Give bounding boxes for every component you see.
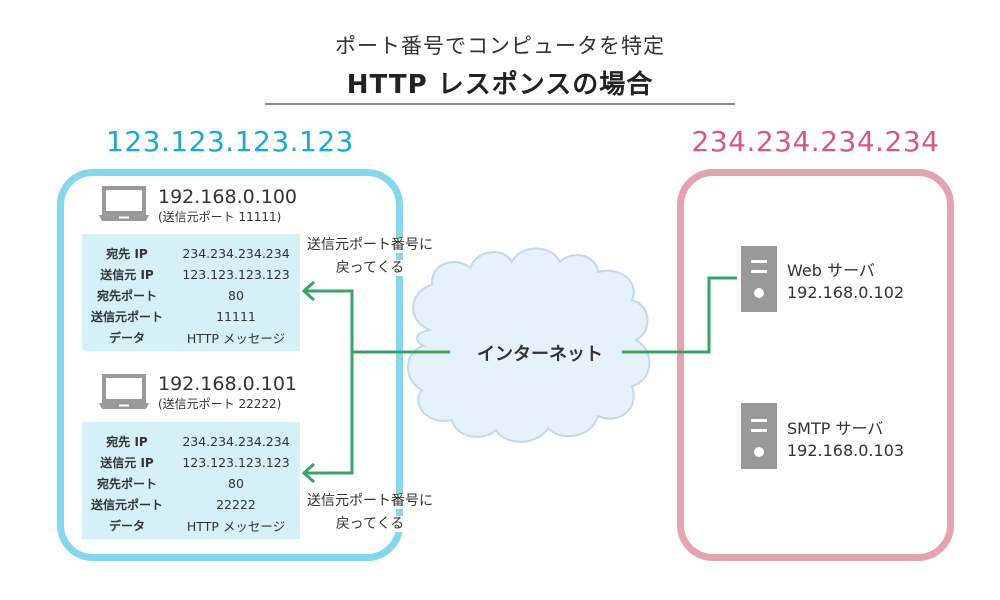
- smtp-server-label: SMTP サーバ 192.168.0.103: [787, 418, 904, 462]
- packet-key: データ: [108, 331, 145, 345]
- diagram-title: HTTP レスポンスの場合: [346, 70, 654, 100]
- internet-label: インターネット: [477, 344, 603, 365]
- left-network-box: [57, 169, 403, 561]
- packet-row: データ HTTP メッセージ: [82, 327, 300, 348]
- packet-value: 80: [228, 288, 244, 303]
- web-server-ip: 192.168.0.102: [787, 283, 905, 302]
- title-divider: [265, 103, 735, 105]
- host-2-packet: 宛先 IP 234.234.234.234 送信元 IP 123.123.123.1…: [82, 422, 300, 539]
- packet-row: 送信元 IP 123.123.123.123: [82, 264, 300, 285]
- laptop-icon: [99, 186, 149, 221]
- packet-value: HTTP メッセージ: [186, 331, 286, 346]
- packet-value: 234.234.234.234: [182, 434, 290, 449]
- web-server-name: Web サーバ: [787, 261, 875, 280]
- packet-key: 宛先 IP: [106, 247, 148, 261]
- packet-value: HTTP メッセージ: [186, 519, 286, 534]
- return-note-line-2: 戻ってくる: [334, 260, 406, 276]
- host-1-packet: 宛先 IP 234.234.234.234 送信元 IP 123.123.123.1…: [82, 234, 300, 351]
- packet-value: 11111: [216, 309, 256, 324]
- connector-cloud-to-web-server: [622, 276, 737, 354]
- packet-key: 宛先ポート: [96, 289, 157, 303]
- host-1-ip: 192.168.0.100: [158, 186, 298, 208]
- smtp-server-ip: 192.168.0.103: [787, 441, 905, 460]
- arrowhead-top: [301, 280, 316, 302]
- packet-value: 80: [228, 476, 244, 491]
- packet-key: 送信元 IP: [100, 456, 154, 470]
- packet-key: データ: [108, 519, 145, 533]
- packet-row: 宛先ポート 80: [82, 473, 300, 494]
- packet-value: 22222: [216, 497, 256, 512]
- packet-row: 宛先ポート 80: [82, 285, 300, 306]
- return-note-line-1: 送信元ポート番号に: [306, 493, 434, 509]
- packet-key: 送信元ポート: [90, 498, 163, 512]
- connector-branch-top: [303, 289, 354, 475]
- packet-row: 宛先 IP 234.234.234.234: [82, 431, 300, 452]
- return-note-line-2: 戻ってくる: [334, 516, 406, 532]
- packet-row: 送信元 IP 123.123.123.123: [82, 452, 300, 473]
- packet-row: 宛先 IP 234.234.234.234: [82, 243, 300, 264]
- left-network-global-ip: 123.123.123.123: [106, 125, 354, 158]
- internet-cloud-shape: [407, 247, 651, 443]
- smtp-server-name: SMTP サーバ: [787, 419, 884, 438]
- web-server-label: Web サーバ 192.168.0.102: [787, 260, 904, 304]
- packet-value: 123.123.123.123: [182, 455, 290, 470]
- host-2-ip: 192.168.0.101: [158, 373, 298, 395]
- diagram-subtitle: ポート番号でコンピュータを特定: [335, 34, 665, 58]
- packet-key: 送信元 IP: [100, 268, 154, 282]
- arrowhead-bottom: [301, 462, 316, 484]
- packet-row: データ HTTP メッセージ: [82, 515, 300, 536]
- smtp-server-icon: [741, 403, 777, 469]
- packet-key: 宛先 IP: [106, 435, 148, 449]
- packet-row: 送信元ポート 11111: [82, 306, 300, 327]
- host-2-port-note: (送信元ポート 22222): [158, 397, 282, 411]
- right-network-box: [677, 169, 954, 561]
- web-server-icon: [741, 246, 777, 312]
- return-connector: [301, 276, 737, 484]
- laptop-icon: [99, 374, 149, 409]
- right-network-global-ip: 234.234.234.234: [691, 125, 940, 158]
- packet-value: 123.123.123.123: [182, 267, 290, 282]
- packet-key: 送信元ポート: [90, 310, 163, 324]
- packet-row: 送信元ポート 22222: [82, 494, 300, 515]
- host-1-port-note: (送信元ポート 11111): [158, 210, 282, 224]
- return-note-line-1: 送信元ポート番号に: [306, 237, 434, 253]
- packet-key: 宛先ポート: [96, 477, 157, 491]
- host-2-return-note: 送信元ポート番号に 戻ってくる: [300, 490, 440, 536]
- host-1-return-note: 送信元ポート番号に 戻ってくる: [300, 234, 440, 280]
- packet-value: 234.234.234.234: [182, 246, 290, 261]
